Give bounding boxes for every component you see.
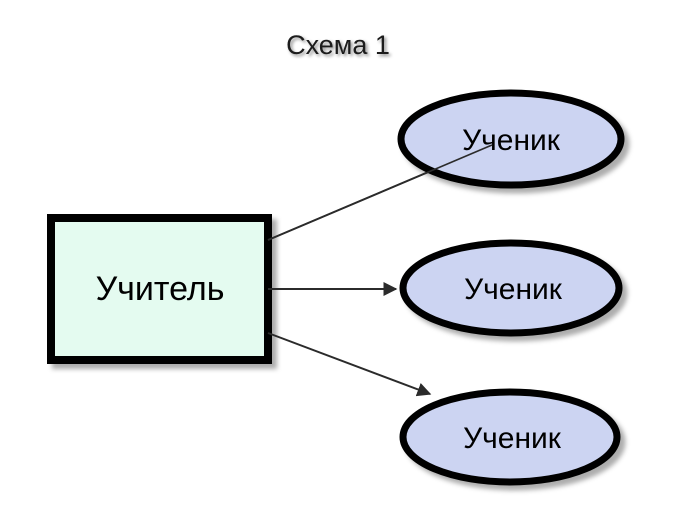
student-2-ellipse-shape	[399, 239, 623, 337]
node-student-1[interactable]: Ученик	[397, 89, 625, 189]
student-3-ellipse-shape	[399, 388, 621, 486]
teacher-label: Учитель	[96, 270, 225, 308]
node-student-2[interactable]: Ученик	[399, 239, 623, 337]
student-3-label: Ученик	[463, 422, 562, 455]
page-title: Схема 1	[286, 30, 390, 60]
node-student-3[interactable]: Ученик	[399, 388, 621, 486]
teacher-rect-shape	[47, 214, 272, 364]
student-1-ellipse-shape	[397, 89, 625, 189]
node-teacher[interactable]: Учитель	[47, 214, 272, 364]
student-2-label: Ученик	[464, 273, 563, 306]
edge-teacher-to-student-1-overlay	[267, 144, 493, 241]
edge-teacher-to-student-3	[267, 332, 432, 397]
